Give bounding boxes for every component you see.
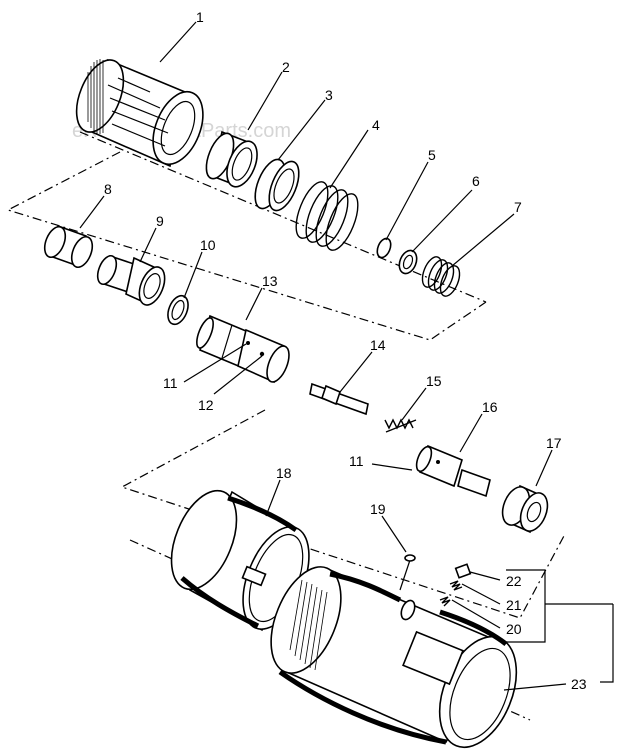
callout-4: 4	[372, 117, 380, 133]
callout-11-lower: 11	[349, 453, 364, 469]
part-6-washer	[398, 249, 418, 275]
part-7-spring	[421, 256, 461, 297]
callout-9: 9	[156, 213, 164, 229]
part-1-knurled-sleeve	[75, 58, 204, 168]
callout-19: 19	[370, 501, 386, 517]
callout-2: 2	[282, 59, 290, 75]
callout-13: 13	[262, 273, 278, 289]
callout-11-upper: 11	[163, 375, 178, 391]
part-16-valve	[415, 444, 491, 498]
part-13-valve-body	[196, 314, 290, 384]
part-19-pin	[399, 554, 416, 591]
lower-assembly-outline	[120, 409, 566, 619]
callout-21: 21	[506, 597, 522, 613]
callout-17: 17	[546, 435, 562, 451]
part-8-bushing	[43, 224, 94, 269]
callout-3: 3	[325, 87, 333, 103]
part-23-housing	[270, 566, 518, 749]
callout-14: 14	[370, 337, 386, 353]
callout-8: 8	[104, 181, 112, 197]
part-3-ring	[254, 158, 300, 212]
callout-16: 16	[482, 399, 498, 415]
upper-axis-line	[79, 131, 487, 303]
part-18-sleeve	[170, 489, 310, 632]
part-17-bearing	[501, 484, 549, 534]
callout-20: 20	[506, 621, 522, 637]
callout-10: 10	[200, 237, 216, 253]
callout-18: 18	[276, 465, 292, 481]
callout-labels: 1 2 3 4 5 6 7 8 9 10 11 12 13 14 15 16 1…	[104, 9, 587, 692]
callout-23: 23	[571, 676, 587, 692]
group-bracket	[506, 569, 614, 683]
part-9-stepped-bushing	[96, 254, 166, 306]
leader-lines	[79, 21, 567, 691]
part-21-spring	[449, 580, 463, 591]
callout-15: 15	[426, 373, 442, 389]
callout-7: 7	[514, 199, 522, 215]
part-15-spring	[384, 418, 417, 433]
callout-12: 12	[198, 397, 214, 413]
part-2-ring	[205, 130, 258, 188]
part-20-ball	[439, 596, 451, 607]
upper-assembly-outline	[6, 151, 487, 341]
part-5-o-ring	[376, 237, 392, 259]
callout-1: 1	[196, 9, 204, 25]
callout-22: 22	[506, 573, 522, 589]
callout-5: 5	[428, 147, 436, 163]
part-4-spring	[295, 181, 359, 251]
callout-6: 6	[472, 173, 480, 189]
part-22-set-screw	[454, 563, 472, 579]
part-10-o-ring	[167, 294, 189, 326]
part-14-pin	[309, 382, 369, 416]
